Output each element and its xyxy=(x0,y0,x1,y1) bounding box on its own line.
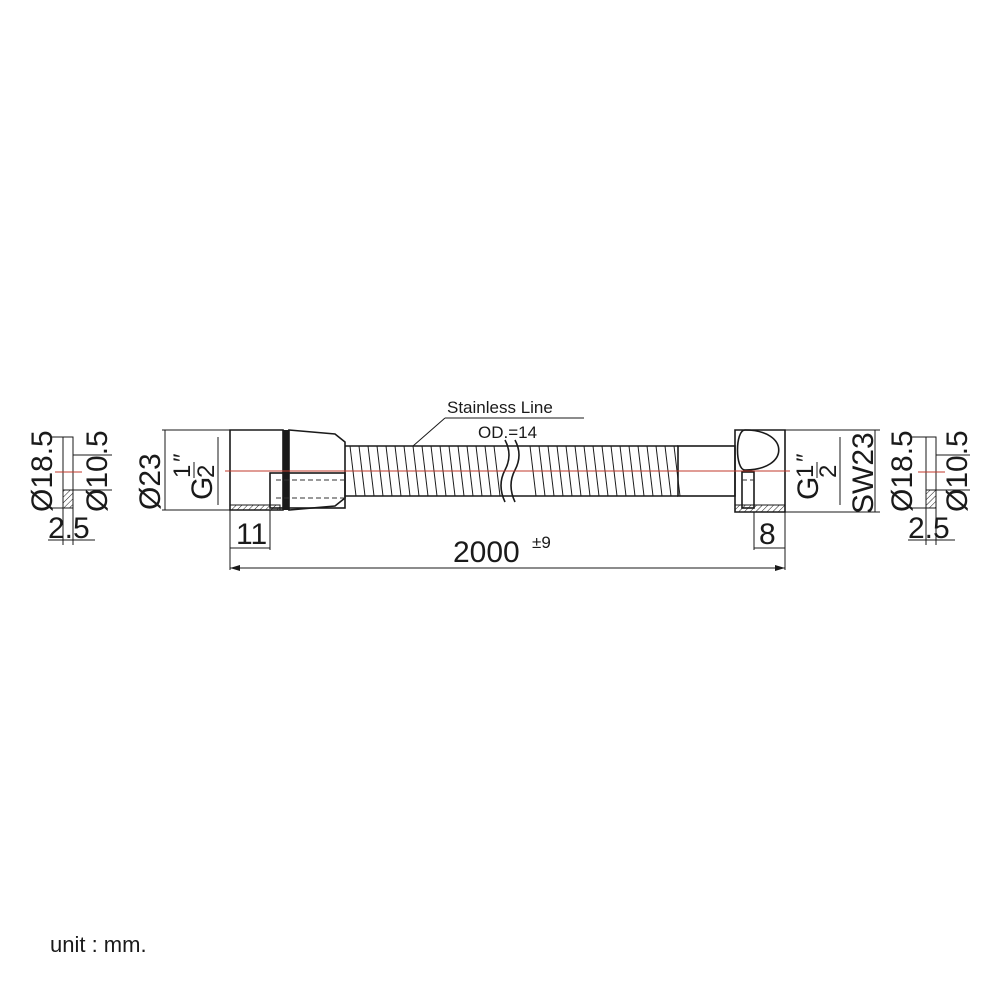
left-nut-thread-inch: ″ xyxy=(169,453,196,462)
overall-length-dimension: 2000 ±9 xyxy=(230,533,785,571)
right-washer-section xyxy=(925,489,937,509)
left-washer-section xyxy=(62,489,74,509)
right-nut-length: 8 xyxy=(759,518,776,551)
left-nut-collar xyxy=(229,429,284,511)
hose-leader xyxy=(412,417,446,447)
right-nut-bore xyxy=(741,471,755,509)
left-nut: Ø23 G 1 2 ″ 11 xyxy=(134,429,346,570)
right-nut-thread-den: 2 xyxy=(815,465,842,478)
hose-od: OD.=14 xyxy=(478,423,537,442)
hose: Stainless Line OD.=14 xyxy=(345,398,681,503)
hose-label: Stainless Line xyxy=(447,398,553,417)
left-washer-inner-dia: Ø10.5 xyxy=(81,430,114,512)
hose-coils xyxy=(349,445,681,497)
left-washer: Ø18.5 Ø10.5 2.5 xyxy=(26,430,114,545)
left-nut-length: 11 xyxy=(236,518,267,551)
right-washer-outer-dia: Ø18.5 xyxy=(886,430,919,512)
right-washer: Ø18.5 Ø10.5 2.5 xyxy=(886,430,974,545)
right-nut-wrench: SW23 xyxy=(847,432,880,514)
left-nut-outer-dia: Ø23 xyxy=(134,453,167,510)
right-washer-inner-dia: Ø10.5 xyxy=(941,430,974,512)
left-nut-thread-hatch xyxy=(229,504,281,511)
right-nut-thread-inch: ″ xyxy=(792,453,819,462)
right-nut-hex xyxy=(736,429,780,471)
right-nut-thread-num: 1 xyxy=(792,465,819,478)
right-nut-hatch xyxy=(734,504,786,513)
left-nut-thread-num: 1 xyxy=(169,465,196,478)
overall-length-value: 2000 xyxy=(453,536,520,569)
left-washer-thickness: 2.5 xyxy=(48,512,90,545)
unit-note: unit : mm. xyxy=(50,932,147,957)
overall-length-tolerance: ±9 xyxy=(532,533,551,552)
right-washer-thickness: 2.5 xyxy=(908,512,950,545)
hose-break-left xyxy=(500,439,510,503)
left-washer-outer-dia: Ø18.5 xyxy=(26,430,59,512)
left-nut-thread: G xyxy=(186,477,219,500)
left-nut-bore xyxy=(269,472,346,509)
right-nut-thread: G xyxy=(792,477,825,500)
left-nut-oring xyxy=(283,430,289,510)
hose-break-right xyxy=(510,439,520,503)
right-nut: G 1 2 ″ SW23 8 xyxy=(677,429,880,570)
left-nut-thread-den: 2 xyxy=(193,465,220,478)
